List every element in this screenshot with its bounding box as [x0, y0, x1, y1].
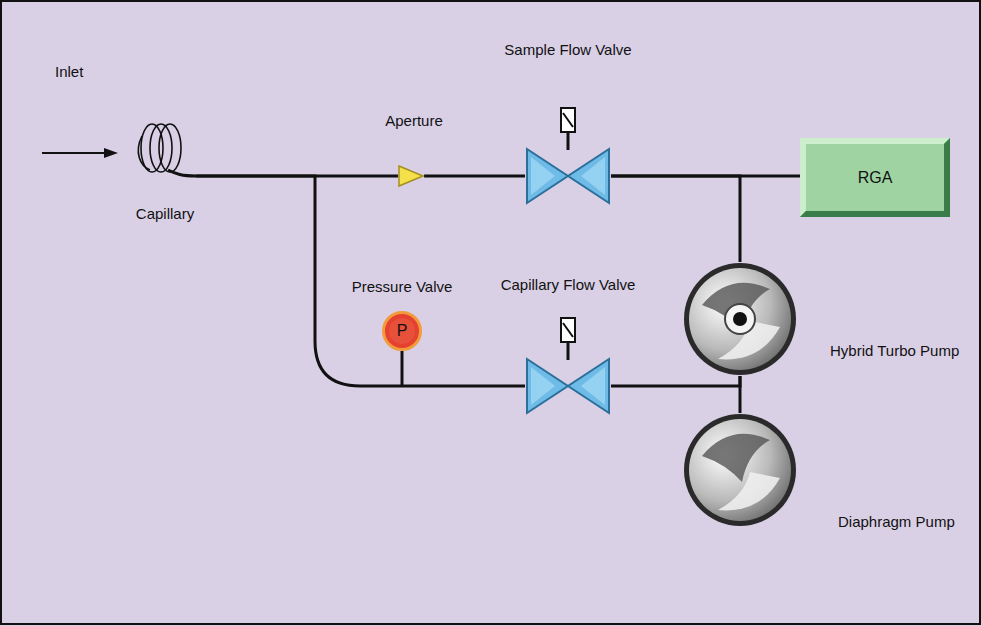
node-label: Capillary Flow Valve: [501, 276, 636, 294]
gauge-stub: [401, 351, 404, 386]
turbo-pump-outline: [683, 262, 797, 376]
turbo-pump: Hybrid Turbo Pump: [683, 262, 797, 376]
aperture-symbol-outline: [398, 165, 424, 187]
pipe-line: [739, 376, 742, 413]
valve-symbol-outline: [525, 357, 611, 415]
diaphragm-pump: Diaphragm Pump: [683, 413, 797, 527]
node-label: Pressure Valve: [352, 278, 453, 296]
aperture-symbol: Aperture: [398, 165, 424, 187]
node-label: Hybrid Turbo Pump: [830, 342, 959, 360]
node-label: Diaphragm Pump: [838, 513, 955, 531]
valve-symbol: Sample Flow Valve: [525, 147, 611, 205]
diaphragm-pump-outline: [683, 413, 797, 527]
node-text: RGA: [858, 168, 893, 187]
node-label: Capillary: [136, 205, 194, 223]
pipe-line: [611, 376, 740, 386]
rga-box: RGA: [800, 138, 950, 217]
inlet-label: Inlet: [55, 63, 83, 80]
node-text: P: [397, 321, 408, 340]
pressure-gauge: Pressure ValveP: [382, 311, 422, 351]
inlet-arrowhead: [104, 148, 118, 158]
node-label: Sample Flow Valve: [504, 41, 631, 59]
valve-symbol-outline: [525, 147, 611, 205]
node-label: Aperture: [385, 112, 443, 130]
capillary-coil: Capillary: [130, 122, 196, 180]
capillary-coil-outline: [130, 122, 196, 180]
valve-symbol: Capillary Flow Valve: [525, 357, 611, 415]
pipe-line: [424, 175, 525, 178]
pipe-line: [611, 176, 740, 262]
valve-actuator: [561, 108, 575, 150]
inlet-arrow: [42, 152, 108, 154]
valve-actuator: [561, 318, 575, 360]
pipe-line: [196, 176, 525, 386]
